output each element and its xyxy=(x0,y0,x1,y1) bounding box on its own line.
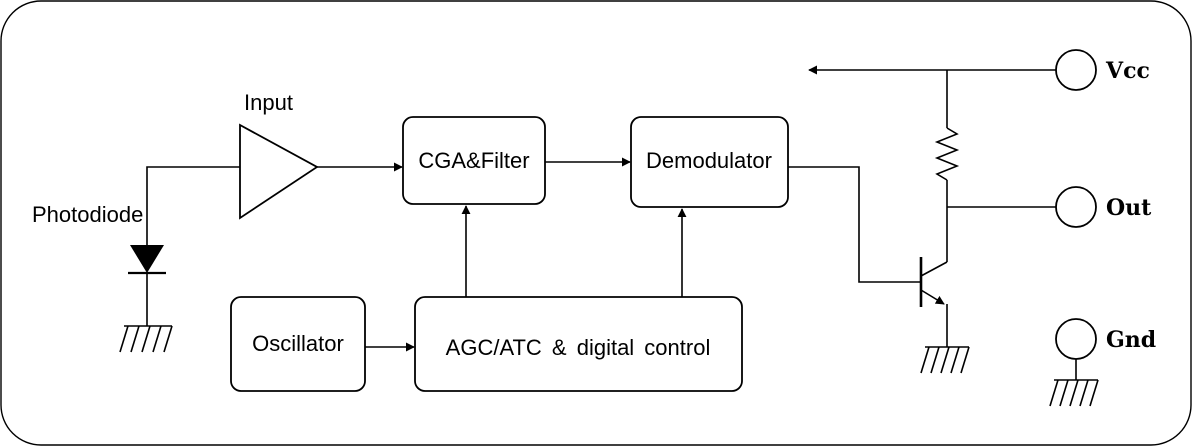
input-label: Input xyxy=(244,90,293,115)
oscillator-block xyxy=(230,296,366,392)
cga-filter-block xyxy=(402,116,546,205)
photodiode-label: Photodiode xyxy=(32,202,143,227)
transistor-ground-icon xyxy=(920,346,970,374)
demodulator-block xyxy=(630,116,789,208)
photodiode-ground-icon xyxy=(119,325,173,353)
cga-filter-label: CGA&Filter xyxy=(418,148,529,173)
demodulator-label: Demodulator xyxy=(646,148,772,173)
pullup-resistor xyxy=(934,127,960,181)
output-transistor xyxy=(919,207,948,347)
gnd-label: Gnd xyxy=(1106,327,1156,353)
out-label: Out xyxy=(1106,195,1152,221)
diode-triangle xyxy=(130,245,164,273)
photodiode xyxy=(128,166,240,326)
input-amplifier xyxy=(239,123,319,220)
gnd-pin-ground-icon xyxy=(1049,379,1099,407)
vcc-pin xyxy=(1055,49,1097,91)
out-pin xyxy=(1055,186,1097,228)
oscillator-label: Oscillator xyxy=(252,331,344,356)
vcc-label: Vcc xyxy=(1105,58,1150,84)
gnd-pin xyxy=(1055,318,1097,360)
agc-block xyxy=(414,296,743,392)
demod-to-transistor-wire xyxy=(788,166,920,283)
agc-label: AGC/ATC & digital control xyxy=(446,335,711,360)
